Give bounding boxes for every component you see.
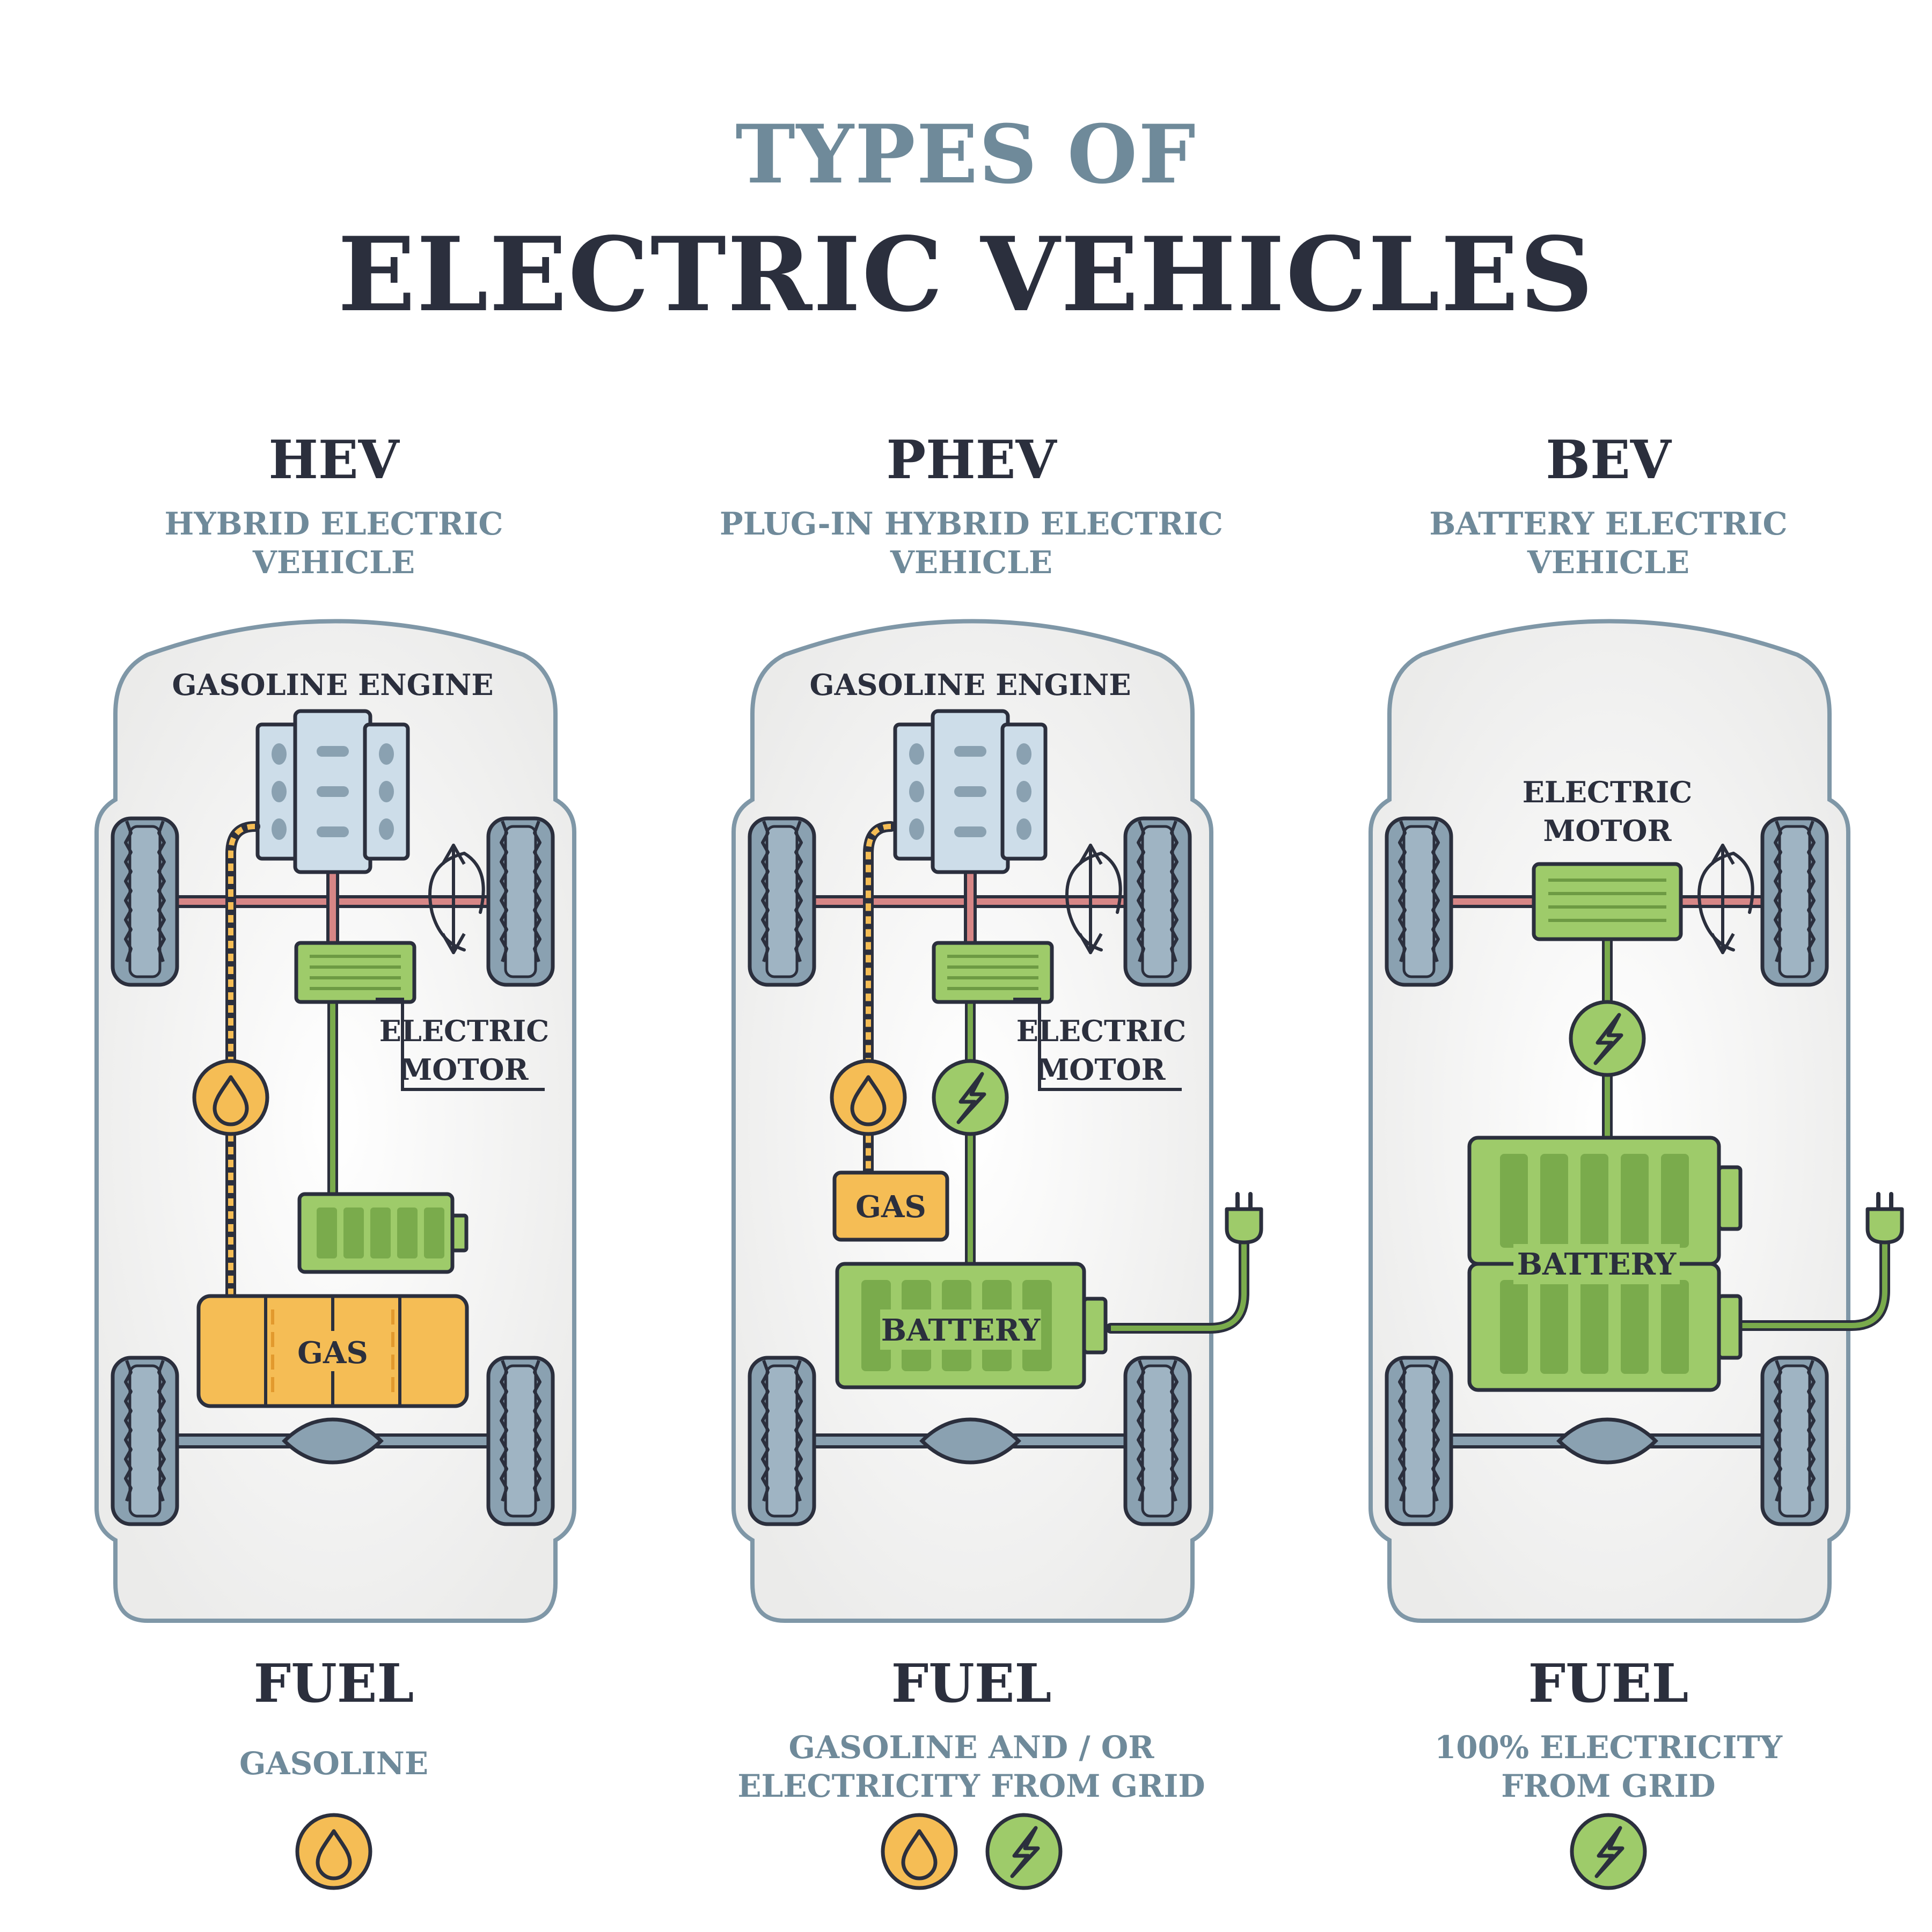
bev-fuel-desc-line1: 100% ELECTRICITY <box>1434 1729 1783 1766</box>
phev-motor-label-1: ELECTRIC <box>1016 1014 1187 1048</box>
phev-subtitle-line2: VEHICLE <box>890 544 1053 581</box>
fuel-drop-icon <box>832 1061 905 1134</box>
fuel-drop-icon <box>297 1815 370 1888</box>
bev-fuel-desc: 100% ELECTRICITY FROM GRID <box>1340 1728 1877 1805</box>
bev-subtitle-line1: BATTERY ELECTRIC <box>1429 506 1788 542</box>
phev-fuel-desc-line1: GASOLINE AND / OR <box>788 1729 1154 1766</box>
phev-fuel-heading: FUEL <box>891 1653 1052 1715</box>
hev-front-left-tire <box>113 818 177 985</box>
hev-engine-label: GASOLINE ENGINE <box>172 668 493 702</box>
bev-subtitle: BATTERY ELECTRIC VEHICLE <box>1340 504 1877 582</box>
bev-heading: BEV <box>1546 429 1671 491</box>
hev-gas-label: GAS <box>297 1335 368 1371</box>
lightning-icon <box>934 1061 1007 1134</box>
bev-motor-label-2: MOTOR <box>1543 814 1672 848</box>
phev-rear-left-tire <box>750 1358 814 1524</box>
hev-gas-tank <box>196 1294 469 1408</box>
hev-rear-right-tire <box>488 1358 553 1524</box>
phev-fuel-desc-line2: ELECTRICITY FROM GRID <box>737 1768 1205 1804</box>
lightning-icon <box>987 1815 1060 1888</box>
bev-motor-icon <box>1532 862 1683 941</box>
plug-icon <box>1868 1194 1902 1242</box>
hev-subtitle: HYBRID ELECTRIC VEHICLE <box>65 504 602 582</box>
phev-engine-icon <box>895 711 1045 872</box>
fuel-drop-icon <box>883 1815 956 1888</box>
phev-front-right-tire <box>1125 818 1190 985</box>
hev-rear-left-tire <box>113 1358 177 1524</box>
phev-fuel-desc: GASOLINE AND / OR ELECTRICITY FROM GRID <box>703 1728 1240 1805</box>
phev-subtitle-line1: PLUG-IN HYBRID ELECTRIC <box>720 506 1223 542</box>
phev-motor-icon <box>934 943 1052 1002</box>
hev-car: GAS GASOLINE ENGINE ELECTRIC MOTOR <box>97 621 574 1621</box>
hev-fuel-desc-line1: GASOLINE <box>239 1745 429 1782</box>
phev-rear-right-tire <box>1125 1358 1190 1524</box>
phev-fuel-line <box>866 824 891 1173</box>
hev-fuel-heading: FUEL <box>253 1653 414 1715</box>
title-top: TYPES OF <box>735 107 1197 202</box>
phev-battery-label: BATTERY <box>881 1313 1041 1348</box>
phev-front-left-tire <box>750 818 814 985</box>
phev-car: GAS BATTERY GASOLINE ENGINE ELECTRIC MOT… <box>734 621 1261 1621</box>
bev-fuel-desc-line2: FROM GRID <box>1501 1768 1716 1804</box>
hev-battery <box>297 1192 469 1274</box>
hev-engine-icon <box>258 711 408 872</box>
phev-charge-cable <box>1111 1242 1247 1331</box>
bev-battery-label: BATTERY <box>1517 1247 1677 1282</box>
page-title: ELECTRIC VEHICLES <box>338 215 1594 334</box>
bev-rear-left-tire <box>1387 1358 1451 1524</box>
bev-subtitle-line2: VEHICLE <box>1527 544 1690 581</box>
phev-heading: PHEV <box>886 429 1057 491</box>
phev-motor-callout <box>1013 998 1182 1091</box>
hev-heading: HEV <box>268 429 399 491</box>
bev-front-right-tire <box>1762 818 1827 985</box>
hev-subtitle-line1: HYBRID ELECTRIC <box>164 506 503 542</box>
hev-fuel-line <box>228 824 255 1304</box>
hev-subtitle-line2: VEHICLE <box>252 544 415 581</box>
hev-motor-label-1: ELECTRIC <box>379 1014 550 1048</box>
phev-gas-tank <box>832 1170 949 1242</box>
hev-motor-icon <box>296 943 414 1002</box>
hev-front-right-tire <box>488 818 553 985</box>
bev-motor-label-1: ELECTRIC <box>1523 775 1693 809</box>
fuel-drop-icon <box>194 1061 267 1134</box>
bev-battery <box>1467 1136 1743 1392</box>
bev-rear-right-tire <box>1762 1358 1827 1524</box>
lightning-icon <box>1571 1002 1644 1075</box>
lightning-icon <box>1572 1815 1645 1888</box>
phev-gas-label: GAS <box>855 1189 926 1225</box>
phev-motor-label-2: MOTOR <box>1037 1052 1166 1087</box>
hev-motor-label-2: MOTOR <box>400 1052 529 1087</box>
plug-icon <box>1227 1194 1261 1242</box>
phev-engine-label: GASOLINE ENGINE <box>809 668 1131 702</box>
bev-fuel-heading: FUEL <box>1528 1653 1689 1715</box>
phev-battery <box>835 1262 1108 1389</box>
hev-fuel-desc: GASOLINE <box>65 1744 602 1783</box>
phev-subtitle: PLUG-IN HYBRID ELECTRIC VEHICLE <box>703 504 1240 582</box>
bev-charge-cable <box>1739 1242 1887 1328</box>
bev-front-left-tire <box>1387 818 1451 985</box>
bev-car: ELECTRIC MOTOR BATTERY <box>1371 621 1902 1621</box>
hev-motor-callout <box>376 998 545 1091</box>
